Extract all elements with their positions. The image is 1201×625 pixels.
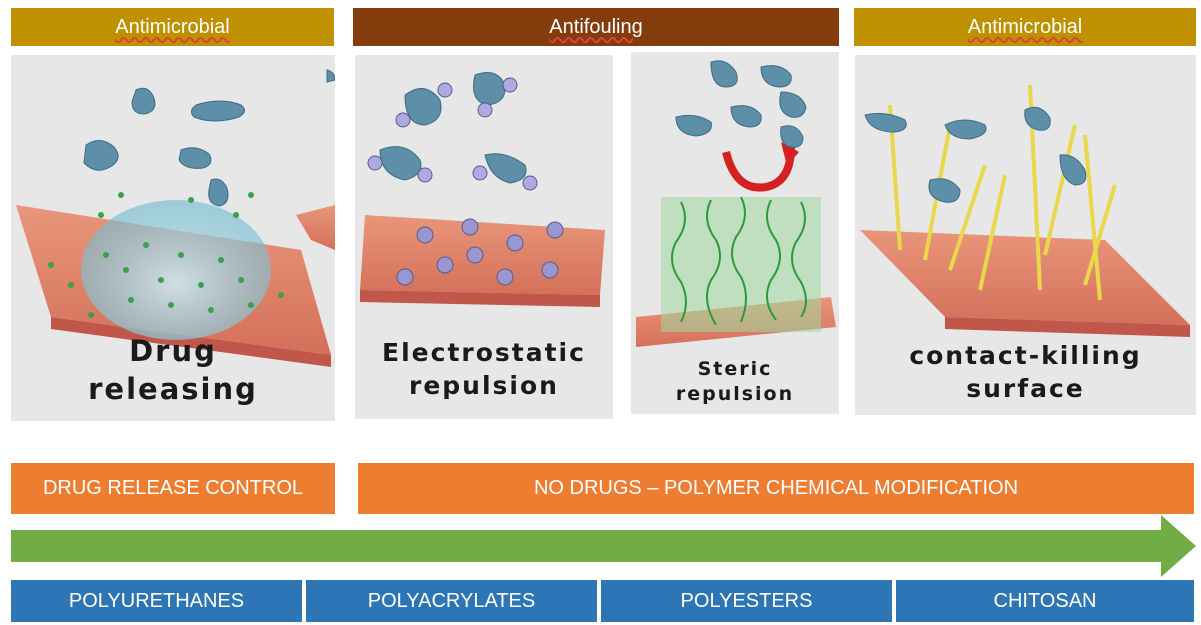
polymer-chemical-modification-bar: NO DRUGS – POLYMER CHEMICAL MODIFICATION: [358, 463, 1194, 514]
panel-steric-repulsion: Steric repulsion: [631, 52, 839, 414]
polymer-polyurethanes: POLYURETHANES: [11, 580, 302, 622]
panel-drug-releasing: Drug releasing: [11, 55, 335, 421]
electrostatic-repulsion-illustration: [360, 72, 605, 307]
panel-caption-steric-repulsion: Steric repulsion: [675, 358, 795, 405]
drug-release-control-bar: DRUG RELEASE CONTROL: [11, 463, 335, 514]
panel-caption-drug-releasing: Drug releasing: [88, 334, 258, 406]
header-antimicrobial-right: Antimicrobial: [854, 8, 1196, 46]
header-antifouling: Antifouling: [353, 8, 839, 46]
panel-caption-contact-killing: contact-killing surface: [909, 341, 1142, 403]
steric-repulsion-illustration: [636, 60, 836, 347]
panel-electrostatic-repulsion: Electrostatic repulsion: [355, 55, 613, 419]
polymer-polyacrylates: POLYACRYLATES: [306, 580, 597, 622]
progression-arrow: [11, 515, 1196, 577]
header-antimicrobial-left: Antimicrobial: [11, 8, 334, 46]
panel-contact-killing: contact-killing surface: [855, 55, 1196, 415]
polymer-chitosan: CHITOSAN: [896, 580, 1194, 622]
polymer-polyesters: POLYESTERS: [601, 580, 892, 622]
drug-releasing-illustration: [16, 69, 335, 367]
contact-killing-illustration: [860, 84, 1190, 337]
panel-caption-electrostatic-repulsion: Electrostatic repulsion: [382, 338, 586, 400]
